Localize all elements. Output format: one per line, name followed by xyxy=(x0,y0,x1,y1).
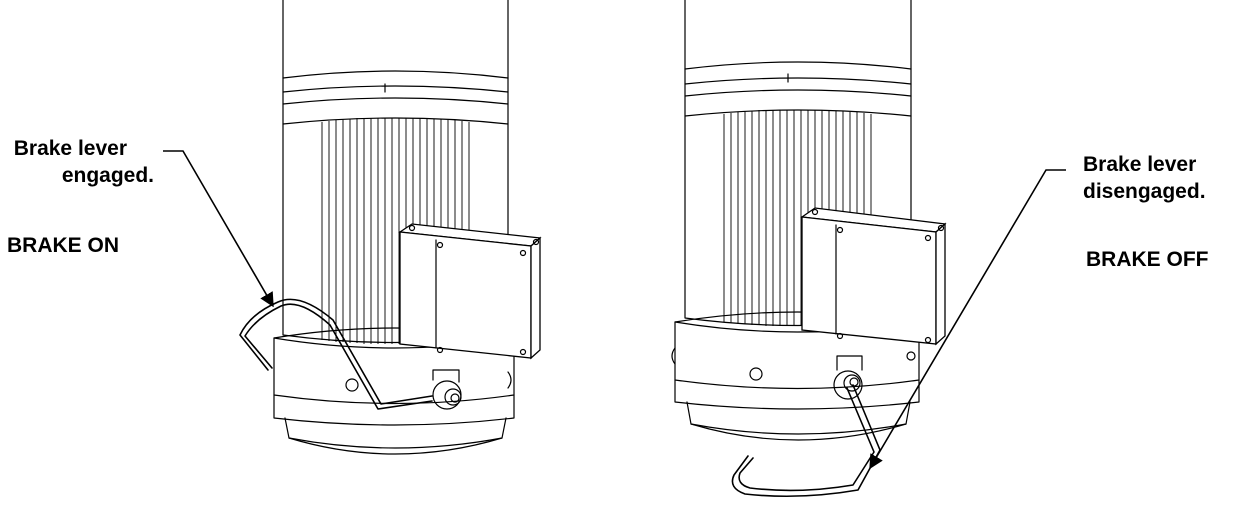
state-label-right: BRAKE OFF xyxy=(1086,248,1209,271)
motor-right xyxy=(671,0,947,498)
brake-lever-engaged xyxy=(239,298,433,410)
callout-right-line1: Brake lever xyxy=(1083,153,1197,176)
callout-leader-left xyxy=(163,150,274,308)
callout-right: Brake lever disengaged. xyxy=(1083,151,1206,205)
state-label-left: BRAKE ON xyxy=(7,234,120,257)
motor-left xyxy=(239,0,542,455)
terminal-box-left xyxy=(398,223,542,360)
brake-lever-disengaged xyxy=(731,384,881,498)
callout-leader-right xyxy=(869,169,1066,470)
callout-left: Brake lever engaged. xyxy=(6,135,154,189)
callout-right-line2: disengaged. xyxy=(1083,180,1206,203)
brake-release-knob-right xyxy=(833,355,863,400)
callout-left-line2: engaged. xyxy=(61,164,154,187)
terminal-box-right xyxy=(800,207,947,346)
callout-left-line1: Brake lever xyxy=(13,137,127,160)
brake-release-knob-left xyxy=(432,369,462,410)
